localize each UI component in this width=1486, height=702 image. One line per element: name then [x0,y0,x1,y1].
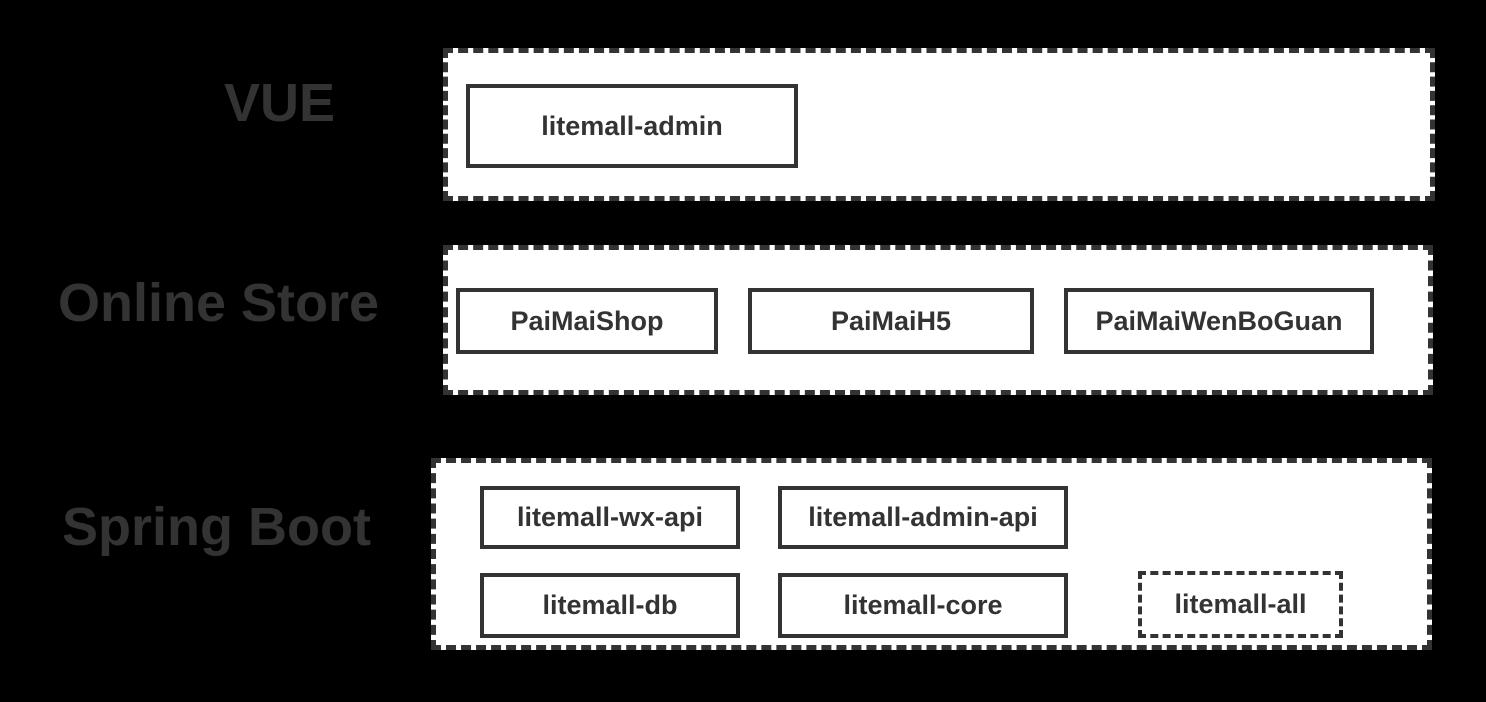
module-label: PaiMaiH5 [830,305,952,336]
module-label: litemall-wx-api [516,502,704,532]
module-paimaiwenboguan: PaiMaiWenBoGuan [1064,288,1374,354]
module-paimaishop: PaiMaiShop [456,288,718,354]
module-litemall-admin-api: litemall-admin-api [778,486,1068,549]
module-label: litemall-core [843,590,1003,620]
module-label: litemall-db [542,590,678,620]
row-label-spring-boot: Spring Boot [62,497,371,557]
module-paimaih5: PaiMaiH5 [748,288,1034,354]
module-label: litemall-admin-api [808,502,1038,532]
panel-vue-layer: litemall-admin [443,48,1435,201]
row-label-online-store: Online Store [58,273,380,333]
module-litemall-db: litemall-db [480,573,740,638]
module-label: PaiMaiWenBoGuan [1095,305,1343,336]
module-label: PaiMaiShop [510,305,664,336]
module-label: litemall-admin [541,110,723,141]
module-litemall-all: litemall-all [1138,571,1343,638]
module-litemall-wx-api: litemall-wx-api [480,486,740,549]
module-litemall-admin: litemall-admin [466,84,798,168]
module-litemall-core: litemall-core [778,573,1068,638]
row-label-vue: VUE [224,73,336,133]
module-label: litemall-all [1174,589,1307,619]
panel-online-store-layer: PaiMaiShop PaiMaiH5 PaiMaiWenBoGuan [443,245,1433,395]
panel-spring-boot-layer: litemall-wx-api litemall-admin-api litem… [431,458,1432,650]
